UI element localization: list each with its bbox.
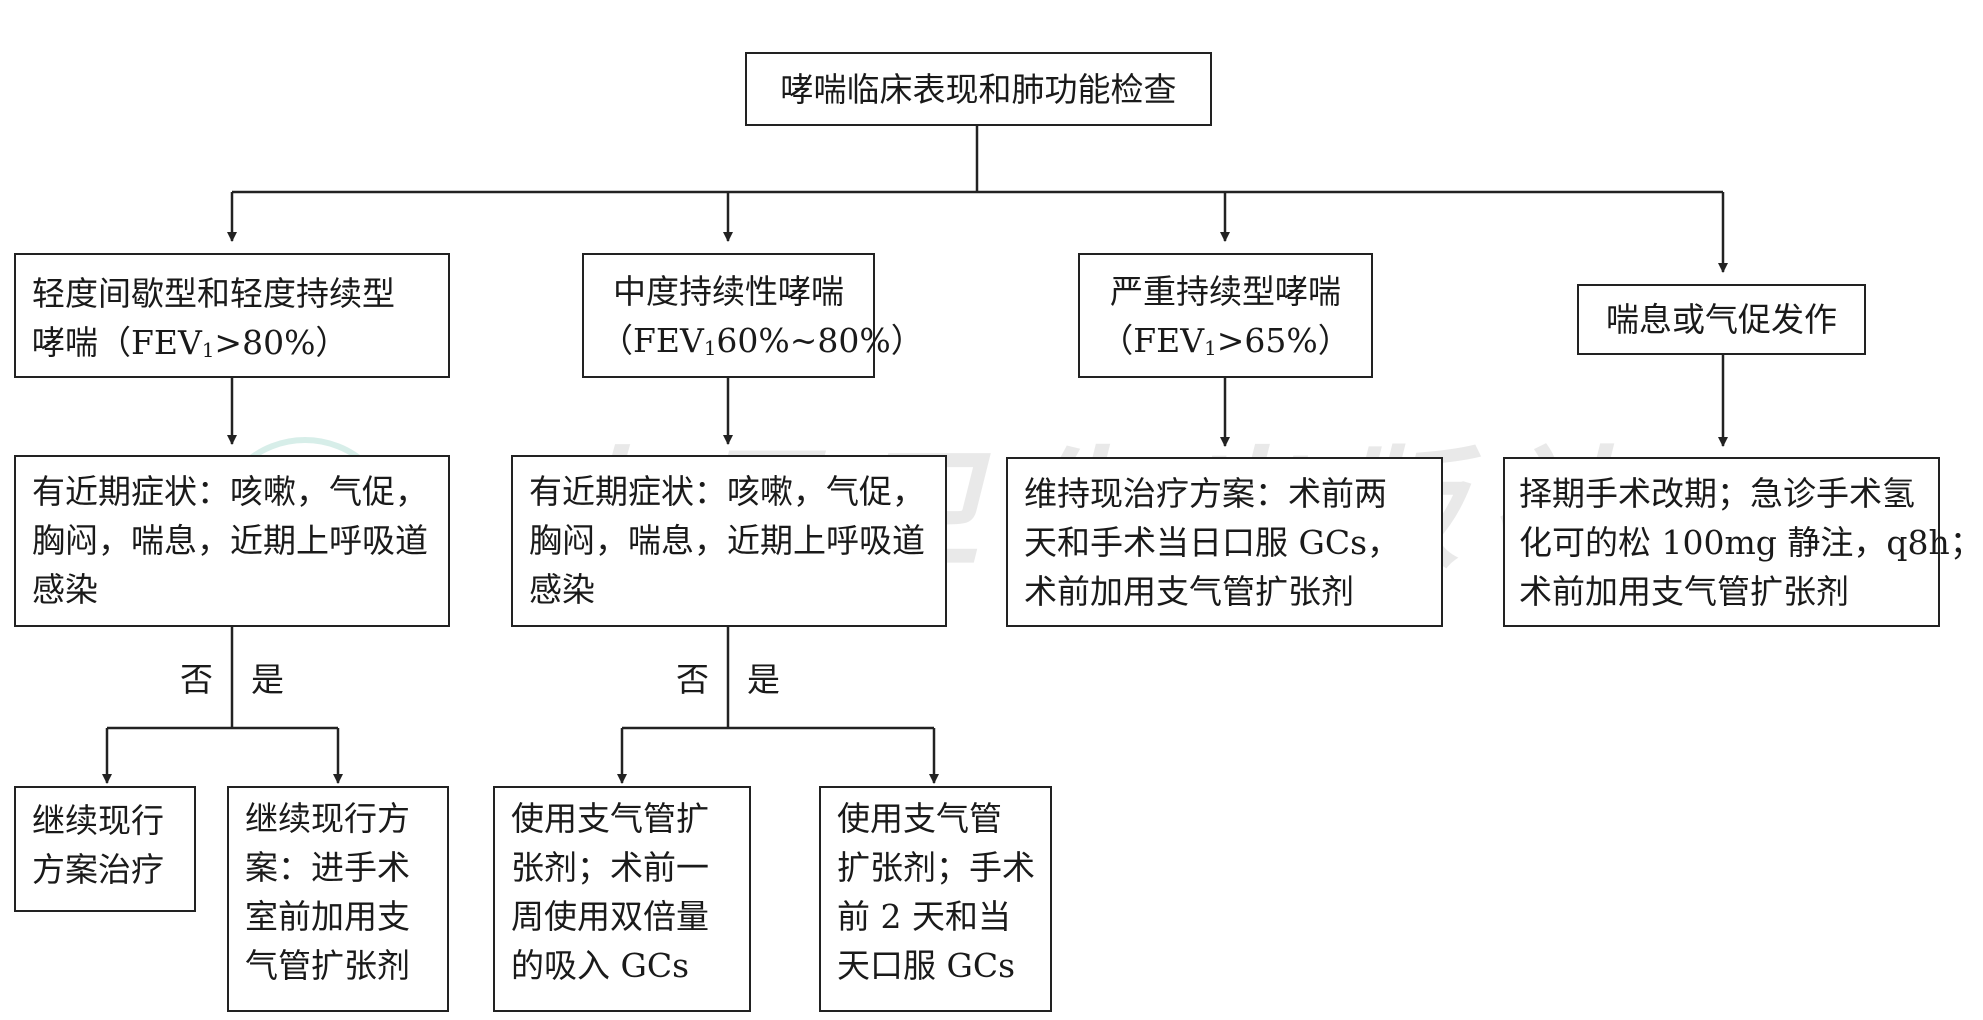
branch2-no-result-node: 使用支气管扩 张剂；术前一 周使用双倍量 的吸入 GCs — [493, 786, 751, 1012]
branch1-no-result-line1: 继续现行 — [32, 801, 164, 840]
branch4-plan-line2: 化可的松 100mg 静注，q8h； — [1519, 523, 1983, 562]
branch1-yes-result-line3: 室前加用支 — [245, 897, 410, 936]
branch1-symptoms-line1: 有近期症状：咳嗽，气促， — [32, 472, 428, 511]
branch1-yes-result-node: 继续现行方 案：进手术 室前加用支 气管扩张剂 — [227, 786, 449, 1012]
branch1-symptoms-line2: 胸闷，喘息，近期上呼吸道 — [32, 521, 428, 560]
branch1-title-line1: 轻度间歇型和轻度持续型 — [32, 274, 395, 313]
branch2-symptoms-line3: 感染 — [529, 570, 595, 609]
branch2-no-result-line4: 的吸入 GCs — [511, 946, 690, 985]
root-node: 哮喘临床表现和肺功能检查 — [745, 52, 1212, 126]
branch1-yes-result-line4: 气管扩张剂 — [245, 946, 410, 985]
branch1-title-node: 轻度间歇型和轻度持续型 哮喘（FEV1>80%） — [14, 253, 450, 378]
branch1-yes-result-line2: 案：进手术 — [245, 848, 410, 887]
branch2-title-node: 中度持续性哮喘 （FEV160%~80%） — [582, 253, 924, 378]
branch3-title-node: 严重持续型哮喘 （FEV1>65%） — [1078, 253, 1373, 378]
branch1-no-result-node: 继续现行 方案治疗 — [14, 786, 196, 912]
branch3-plan-line1: 维持现治疗方案：术前两 — [1024, 474, 1387, 513]
branch4-title-line1: 喘息或气促发作 — [1606, 300, 1837, 339]
branch2-no-result-line3: 周使用双倍量 — [511, 897, 709, 936]
branch4-plan-line3: 术前加用支气管扩张剂 — [1519, 572, 1849, 611]
branch2-symptoms-line2: 胸闷，喘息，近期上呼吸道 — [529, 521, 925, 560]
branch1-symptoms-line3: 感染 — [32, 570, 98, 609]
branch1-no-result-line2: 方案治疗 — [32, 850, 164, 889]
branch1-yes-label: 是 — [251, 660, 284, 699]
branch2-symptoms-line1: 有近期症状：咳嗽，气促， — [529, 472, 925, 511]
branch2-no-result-line1: 使用支气管扩 — [511, 799, 709, 838]
branch1-no-label: 否 — [180, 660, 213, 699]
branch2-title-line1: 中度持续性哮喘 — [613, 271, 844, 311]
branch2-no-result-line2: 张剂；术前一 — [511, 848, 709, 887]
branch4-plan-line1: 择期手术改期；急诊手术氢 — [1519, 474, 1915, 513]
branch2-yes-result-node: 使用支气管 扩张剂；手术 前 2 天和当 天口服 GCs — [819, 786, 1052, 1012]
branch2-title-line2: （FEV160%~80%） — [600, 320, 924, 360]
branch3-plan-node: 维持现治疗方案：术前两 天和手术当日口服 GCs， 术前加用支气管扩张剂 — [1006, 457, 1443, 627]
branch2-symptoms-node: 有近期症状：咳嗽，气促， 胸闷，喘息，近期上呼吸道 感染 — [511, 455, 947, 627]
branch3-title-line2: （FEV1>65%） — [1100, 320, 1351, 360]
root-label: 哮喘临床表现和肺功能检查 — [780, 69, 1177, 109]
branch3-plan-line3: 术前加用支气管扩张剂 — [1024, 572, 1354, 611]
branch2-yes-result-line1: 使用支气管 — [837, 799, 1002, 838]
branch2-no-label: 否 — [676, 660, 709, 699]
branch4-plan-node: 择期手术改期；急诊手术氢 化可的松 100mg 静注，q8h； 术前加用支气管扩… — [1503, 457, 1983, 627]
branch1-title-line2: 哮喘（FEV1>80%） — [32, 323, 349, 362]
branch2-yes-result-line3: 前 2 天和当 — [837, 897, 1011, 936]
branch2-yes-label: 是 — [747, 660, 780, 699]
branch1-symptoms-node: 有近期症状：咳嗽，气促， 胸闷，喘息，近期上呼吸道 感染 — [14, 455, 450, 627]
branch2-yes-result-line4: 天口服 GCs — [837, 946, 1016, 985]
branch1-yes-result-line1: 继续现行方 — [245, 799, 410, 838]
branch3-plan-line2: 天和手术当日口服 GCs， — [1024, 523, 1401, 562]
branch3-title-line1: 严重持续型哮喘 — [1110, 271, 1341, 311]
branch2-yes-result-line2: 扩张剂；手术 — [837, 848, 1035, 887]
branch4-title-node: 喘息或气促发作 — [1577, 284, 1866, 355]
